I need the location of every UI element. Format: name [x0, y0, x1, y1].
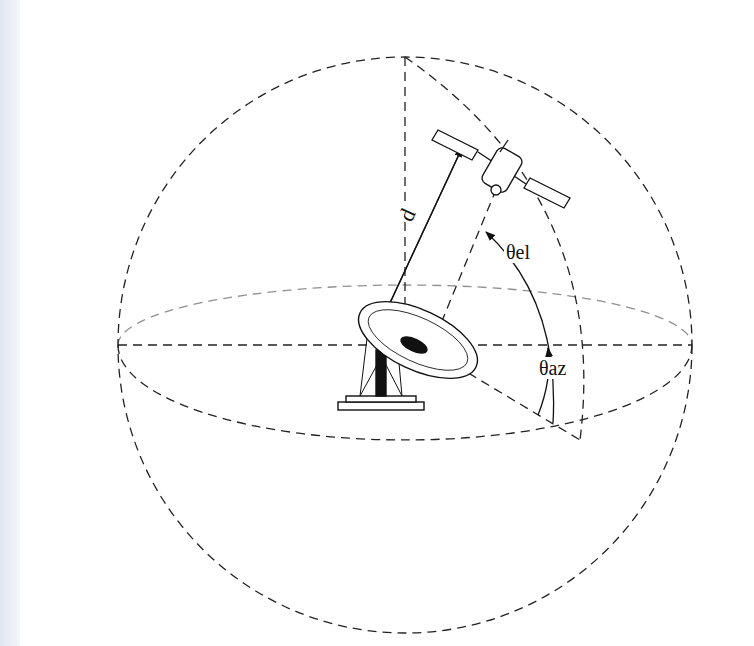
elevation-angle-label: θel: [504, 241, 532, 263]
azimuth-angle-label: θaz: [537, 357, 568, 379]
distance-label: d: [393, 203, 421, 227]
side-strip: [0, 0, 20, 646]
